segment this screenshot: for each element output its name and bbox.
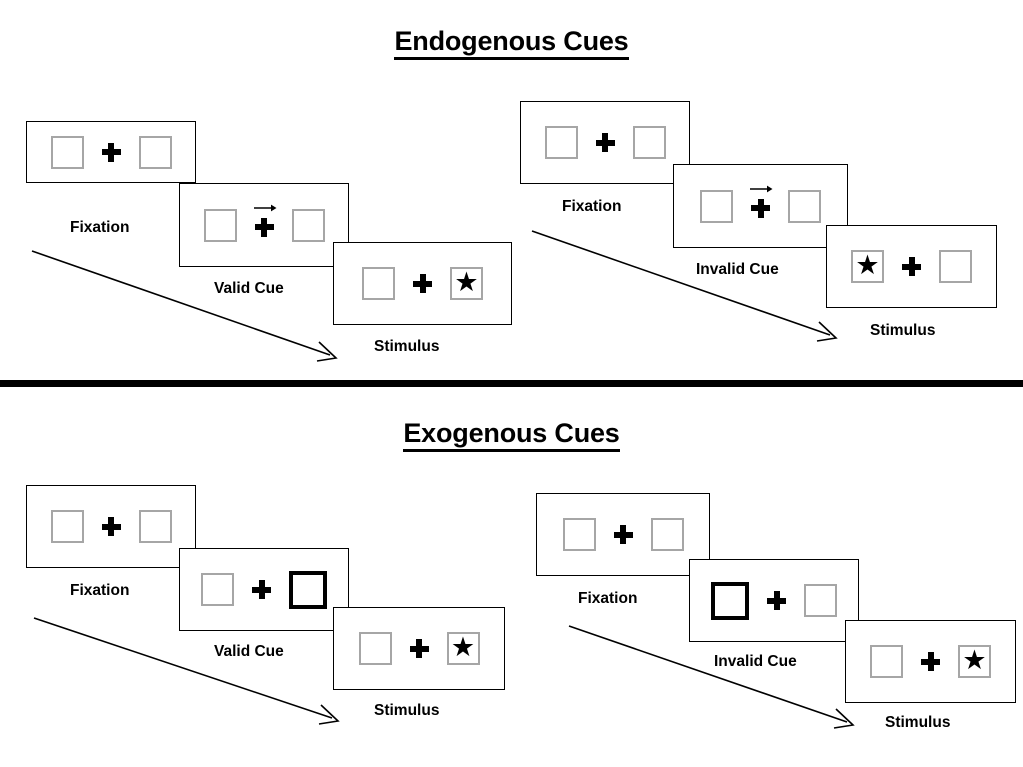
stage-caption-stimulus: Stimulus [374,338,440,355]
star-target-icon: ★ [450,632,476,662]
fixation-cross-icon [595,133,615,152]
placeholder-box-left [700,189,733,223]
section-title-endogenous-text: Endogenous Cues [394,26,629,60]
display-frame-stimulus: ★ [826,225,997,308]
cue-stack [253,204,276,237]
stage-caption-stimulus: Stimulus [374,702,440,719]
placeholder-box-left [362,267,395,300]
placeholder-box-right [939,250,972,283]
display-frame-fixation [520,101,690,184]
fixation-cross-icon [254,217,274,237]
placeholder-box-left [358,632,392,665]
placeholder-box-left [50,510,84,543]
display-frame-valid-cue [179,548,349,631]
section-title-exogenous-text: Exogenous Cues [403,418,620,452]
fixation-cross-icon [613,525,633,544]
placeholder-box-right [804,584,837,617]
placeholder-box-right [788,189,821,223]
display-frame-fixation [536,493,710,576]
fixation-cross-icon [413,274,432,293]
display-frame-invalid-cue [673,164,848,248]
star-target-icon: ★ [962,645,987,675]
fixation-cross-icon [101,517,121,536]
fixation-cross-icon [252,580,271,599]
stage-caption-fixation: Fixation [70,219,130,236]
fixation-cross-icon [751,198,770,218]
display-frame-fixation [26,121,196,183]
display-frame-stimulus: ★ [333,242,512,325]
section-divider [0,380,1023,387]
fixation-cross-icon [902,257,921,276]
placeholder-box-left [50,135,84,169]
cued-box-left [711,581,749,620]
arrow-cue-icon [253,204,276,211]
target-box-left: ★ [851,250,884,283]
display-frame-fixation [26,485,196,568]
stage-caption-stimulus: Stimulus [885,714,951,731]
stage-caption-valid-cue: Valid Cue [214,643,284,660]
arrow-cue-icon [750,185,773,192]
placeholder-box-right [632,126,666,159]
target-box-right: ★ [446,632,480,665]
fixation-cross-icon [921,652,940,671]
display-frame-valid-cue [179,183,349,267]
cued-box-right [289,570,327,609]
display-frame-invalid-cue [689,559,859,642]
placeholder-box-right [291,208,325,242]
placeholder-box-right [138,135,172,169]
fixation-cross-icon [767,591,786,610]
star-target-icon: ★ [454,267,479,297]
display-frame-stimulus: ★ [845,620,1016,703]
placeholder-box-right [138,510,172,543]
stage-caption-valid-cue: Valid Cue [214,280,284,297]
stage-caption-invalid-cue: Invalid Cue [714,653,797,670]
placeholder-box-left [870,645,903,678]
section-title-exogenous: Exogenous Cues [0,418,1023,452]
placeholder-box-left [203,208,237,242]
placeholder-box-left [544,126,578,159]
target-box-right: ★ [450,267,483,300]
display-frame-stimulus: ★ [333,607,505,690]
stage-caption-fixation: Fixation [70,582,130,599]
placeholder-box-left [562,518,596,551]
section-title-endogenous: Endogenous Cues [0,26,1023,60]
cue-stack [750,185,773,218]
placeholder-box-left [201,573,234,606]
fixation-cross-icon [101,142,121,162]
stage-caption-invalid-cue: Invalid Cue [696,261,779,278]
star-target-icon: ★ [855,250,880,280]
stage-caption-fixation: Fixation [578,590,638,607]
target-box-right: ★ [958,645,991,678]
fixation-cross-icon [409,639,429,658]
stage-caption-stimulus: Stimulus [870,322,936,339]
placeholder-box-right [650,518,684,551]
stage-caption-fixation: Fixation [562,198,622,215]
